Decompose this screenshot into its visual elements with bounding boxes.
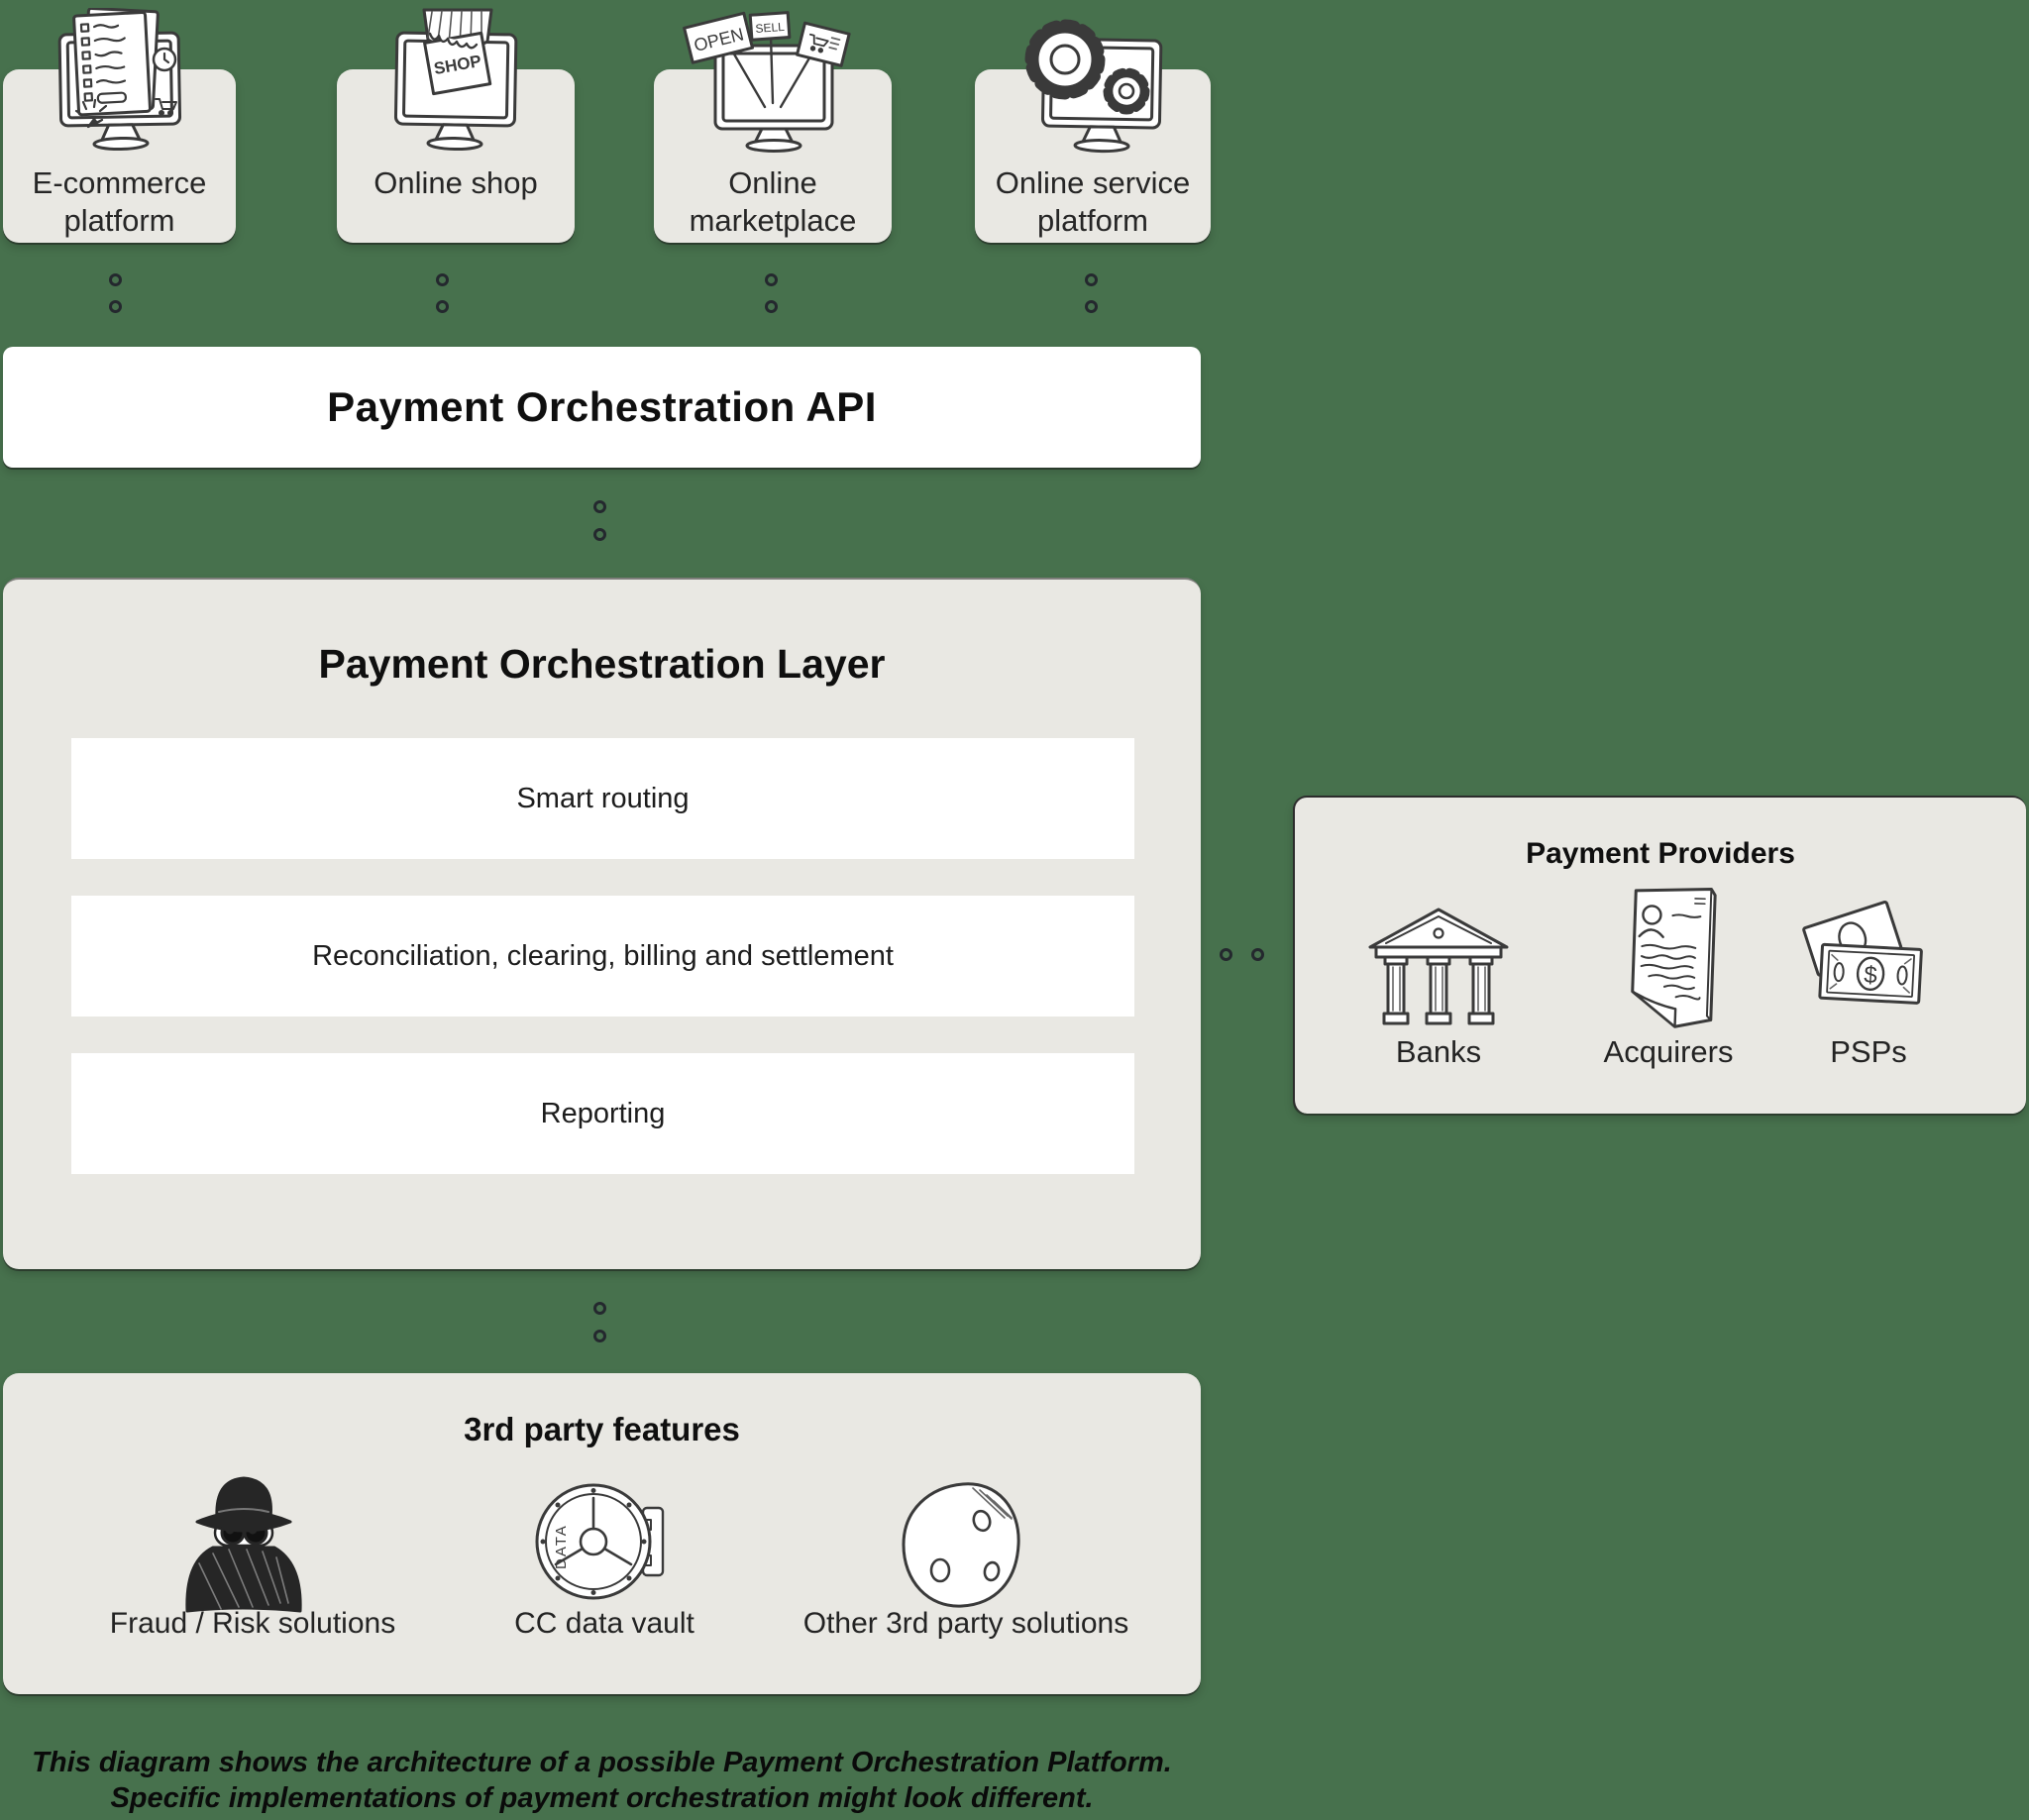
fraud-spy-icon [163,1464,322,1613]
source-box-online-shop: SHOP Online shop [337,8,575,243]
api-box: Payment Orchestration API [3,347,1201,468]
gears-monitor-icon [1004,8,1182,157]
connector-dot [1220,948,1232,961]
source-label: Online shop [374,165,538,200]
vault-icon: DATA [528,1472,687,1611]
banknotes-icon: $ [1779,892,1958,1030]
footnote-line-2: Specific implementations of payment orch… [110,1782,1094,1814]
provider-label-psps: PSPs [1830,1034,1907,1069]
feature-row-reporting: Reporting [71,1053,1134,1174]
feature-label: Smart routing [516,782,690,814]
acquirer-document-icon [1594,882,1743,1040]
connector-dot [593,500,606,513]
provider-label-acquirers: Acquirers [1603,1034,1734,1069]
third-party-label-fraud: Fraud / Risk solutions [109,1607,396,1640]
feature-row-smart-routing: Smart routing [71,738,1134,859]
bank-icon [1354,904,1523,1032]
vault-data-text: DATA [553,1524,570,1569]
source-label: Online marketplace [689,165,857,238]
connector-dot [765,300,778,313]
connector-dot [1251,948,1264,961]
api-box-title: Payment Orchestration API [327,383,877,430]
connector-dot [109,300,122,313]
connector-dot [765,273,778,286]
orchestration-layer-box: Payment Orchestration Layer Smart routin… [3,578,1201,1269]
connector-dot [109,273,122,286]
sphere-icon [889,1476,1037,1615]
source-box-ecommerce: E-commerce platform [3,8,236,243]
connector-dot [593,1330,606,1342]
provider-label-banks: Banks [1395,1034,1482,1069]
source-box-online-service-platform: Online service platform [975,19,1211,243]
source-box-online-marketplace: OPEN SELL Online marketplace [654,11,892,243]
connector-dot [436,300,449,313]
shop-monitor-icon: SHOP [367,8,545,157]
feature-label: Reconciliation, clearing, billing and se… [312,939,894,972]
orchestration-layer-title: Payment Orchestration Layer [318,641,886,687]
dollar-sign-text: $ [1864,962,1878,990]
connector-dot [1085,300,1098,313]
ecommerce-monitor-icon [31,8,209,157]
marketplace-monitor-icon: OPEN SELL [674,8,872,157]
source-label: E-commerce platform [32,165,207,238]
marketplace-sell-sign-text: SELL [755,20,786,36]
source-label: Online service platform [995,165,1191,238]
feature-row-reconciliation: Reconciliation, clearing, billing and se… [71,896,1134,1017]
third-party-label-vault: CC data vault [514,1607,694,1640]
connector-dot [593,1302,606,1315]
feature-label: Reporting [540,1097,666,1129]
footnote-line-1: This diagram shows the architecture of a… [32,1747,1172,1778]
connector-dot [593,528,606,541]
payment-providers-title: Payment Providers [1526,837,1795,870]
third-party-label-other: Other 3rd party solutions [802,1607,1129,1640]
connector-dot [436,273,449,286]
third-party-title: 3rd party features [464,1411,740,1447]
connector-dot [1085,273,1098,286]
